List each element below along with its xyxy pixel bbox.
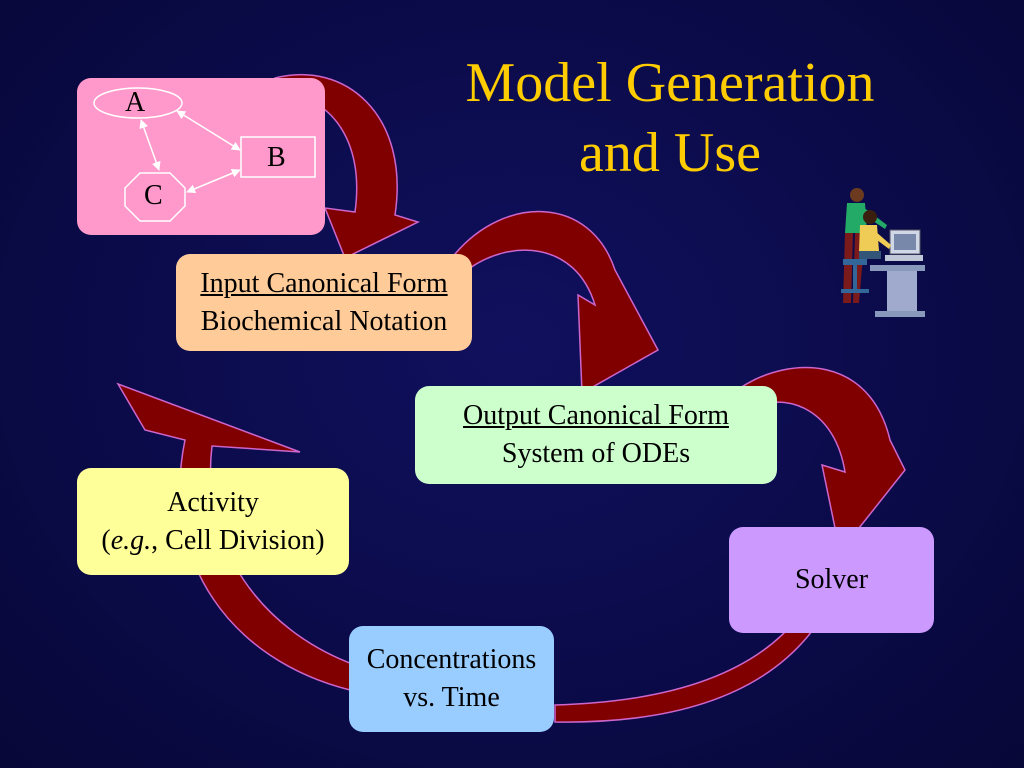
input-form-heading: Input Canonical Form xyxy=(200,267,448,299)
solver-box: Solver xyxy=(729,527,934,633)
title-line-1: Model Generation xyxy=(465,52,875,114)
solver-label: Solver xyxy=(794,564,869,595)
concentrations-line-2: vs. Time xyxy=(403,682,500,713)
page-title: Model Generation and Use xyxy=(420,48,920,188)
title-line-2: and Use xyxy=(579,122,761,184)
node-b-shape xyxy=(240,136,316,178)
output-canonical-form-box: Output Canonical Form System of ODEs xyxy=(415,386,777,484)
activity-line-1: Activity xyxy=(167,486,259,518)
activity-box: Activity (e.g., Cell Division) xyxy=(77,468,349,575)
activity-eg: e.g. xyxy=(110,524,152,556)
curved-arrow-icon xyxy=(453,211,660,395)
curved-arrow-icon xyxy=(738,366,906,554)
node-a-shape xyxy=(93,87,183,119)
output-form-subtext: System of ODEs xyxy=(501,438,691,469)
network-diagram xyxy=(93,87,316,222)
edge-a-c xyxy=(139,119,161,171)
edge-a-b xyxy=(176,110,241,151)
input-form-subtext: Biochemical Notation xyxy=(200,305,448,337)
node-c-shape xyxy=(124,172,186,222)
people-at-computer-icon xyxy=(841,188,925,317)
activity-line-2: (e.g., Cell Division) xyxy=(101,524,325,556)
node-a-label: A xyxy=(125,87,146,118)
node-c-label: C xyxy=(144,180,163,211)
input-canonical-form-box: Input Canonical Form Biochemical Notatio… xyxy=(176,254,472,351)
network-box: A B C xyxy=(77,78,325,235)
node-b-label: B xyxy=(267,142,286,173)
output-form-heading: Output Canonical Form xyxy=(463,400,729,431)
concentrations-line-1: Concentrations xyxy=(366,644,537,675)
edge-c-b xyxy=(186,168,241,194)
curved-arrow-icon xyxy=(116,382,356,691)
activity-line-2-rest: , Cell Division) xyxy=(151,524,325,556)
concentrations-box: Concentrations vs. Time xyxy=(349,626,554,732)
